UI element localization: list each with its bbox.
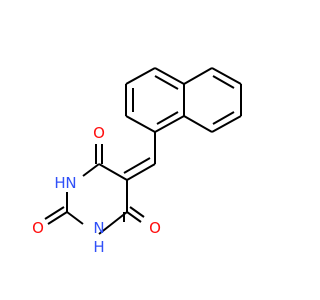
bond xyxy=(98,163,128,181)
bond xyxy=(129,206,145,218)
bond xyxy=(212,111,235,125)
bond xyxy=(183,115,213,133)
oxygen-top-label: O xyxy=(93,124,105,142)
bond xyxy=(125,67,156,85)
oxygen-left-label: O xyxy=(32,219,44,237)
nitrogen-bottom-label: N xyxy=(93,219,104,237)
bond xyxy=(154,115,185,133)
oxygen-bottom-label: O xyxy=(149,219,161,237)
bond xyxy=(183,67,213,85)
structure-diagram: O H N O N H O xyxy=(32,67,242,256)
bond xyxy=(211,67,242,85)
bond xyxy=(211,115,242,133)
bond xyxy=(47,211,68,225)
bond xyxy=(156,111,179,125)
bond xyxy=(154,75,179,90)
bond xyxy=(123,157,151,174)
bond xyxy=(125,115,156,133)
bond xyxy=(98,211,128,235)
bond xyxy=(44,206,65,220)
bond xyxy=(154,67,185,85)
bond xyxy=(126,163,156,181)
bond xyxy=(212,75,235,89)
molecule-drawing: O H N O N H O xyxy=(32,67,242,256)
bond xyxy=(126,211,142,223)
bond xyxy=(66,211,84,225)
bond xyxy=(82,163,100,177)
nh-bottom-hydrogen-label: H xyxy=(93,238,104,256)
nh-top-hydrogen-label: H xyxy=(54,174,65,192)
nitrogen-top-label: N xyxy=(65,174,76,192)
